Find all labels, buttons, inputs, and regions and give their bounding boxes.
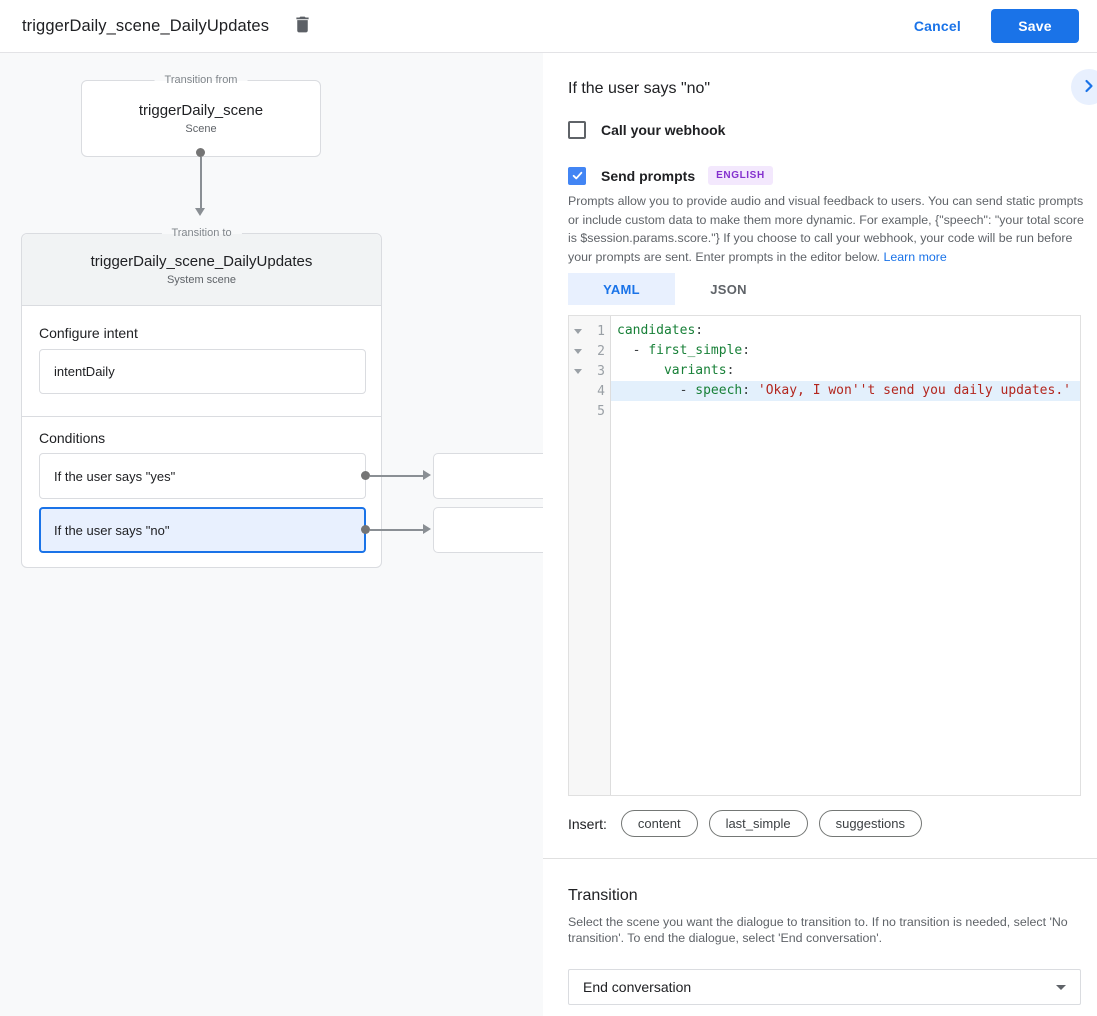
trash-icon [292, 14, 313, 38]
cancel-button[interactable]: Cancel [913, 18, 961, 34]
prompts-description-text: Prompts allow you to provide audio and v… [568, 194, 1084, 264]
fold-arrow-icon[interactable] [569, 368, 586, 374]
from-scene-subtitle: Scene [185, 123, 217, 135]
intent-field[interactable]: intentDaily [39, 349, 366, 394]
delete-scene-button[interactable] [287, 11, 317, 41]
triangle-down-icon [573, 348, 582, 354]
transition-dropdown-value: End conversation [583, 979, 692, 995]
code-token-key: speech [695, 383, 743, 398]
code-line [611, 401, 1080, 421]
transition-heading: Transition [568, 887, 638, 904]
to-scene-subtitle: System scene [166, 274, 237, 286]
scene-node-header[interactable]: triggerDaily_scene_DailyUpdates System s… [22, 234, 381, 306]
connector-line [199, 157, 202, 208]
insert-row: Insert: content last_simple suggestions [568, 810, 922, 837]
code-token-pln: : [742, 383, 758, 398]
gutter-row: 4 [569, 381, 610, 401]
fold-arrow-icon[interactable] [569, 348, 586, 354]
insert-chip-last_simple[interactable]: last_simple [708, 810, 808, 837]
prompt-code-editor[interactable]: 1 2 3 4 5 candidates: - first_simple: varian… [568, 315, 1081, 796]
code-line: variants: [611, 361, 1080, 381]
collapse-panel-button[interactable] [1071, 69, 1097, 105]
condition-item-no[interactable]: If the user says "no" [39, 507, 366, 553]
code-token-str: 'Okay, I won''t send you daily updates.' [757, 383, 1071, 398]
line-number: 1 [597, 323, 605, 339]
condition-yes-target-node[interactable] [433, 452, 543, 499]
code-token-key: candidates [617, 323, 696, 338]
insert-chips: content last_simple suggestions [620, 810, 922, 837]
insert-label: Insert: [568, 815, 607, 832]
code-line: - first_simple: [611, 341, 1080, 361]
code-token-pln: - [617, 343, 649, 358]
to-scene-title: triggerDaily_scene_DailyUpdates [90, 253, 313, 270]
transition-description: Select the scene you want the dialogue t… [568, 915, 1068, 945]
condition-editor-panel: If the user says "no" Call your webhook … [543, 53, 1097, 1016]
checkbox-unchecked-icon[interactable] [568, 121, 586, 139]
call-webhook-checkbox-row[interactable]: Call your webhook [568, 121, 725, 139]
configure-intent-label: Configure intent [39, 325, 138, 341]
transition-from-node[interactable]: Transition from triggerDaily_scene Scene [81, 73, 321, 157]
chevron-right-icon [1079, 76, 1097, 99]
condition-item-yes[interactable]: If the user says "yes" [39, 453, 366, 499]
connector-arrowhead [195, 208, 205, 216]
call-webhook-label: Call your webhook [601, 122, 726, 138]
from-scene-title: triggerDaily_scene [138, 102, 264, 119]
code-line: candidates: [611, 321, 1080, 341]
condition-no-line [370, 528, 423, 531]
code-token-pln: : [726, 363, 735, 378]
tab-yaml[interactable]: YAML [568, 273, 675, 305]
code-token-key: variants [663, 363, 727, 378]
line-number: 2 [597, 343, 605, 359]
editor-gutter: 1 2 3 4 5 [569, 316, 611, 795]
send-prompts-label: Send prompts [601, 167, 696, 184]
insert-chip-suggestions[interactable]: suggestions [818, 810, 922, 837]
language-badge: ENGLISH [708, 166, 773, 185]
transition-to-legend: Transition to [161, 226, 242, 241]
dropdown-caret-icon [1056, 984, 1066, 990]
code-token-key: first_simple [648, 343, 743, 358]
prompts-description: Prompts allow you to provide audio and v… [568, 192, 1086, 266]
transition-to-node: Transition to triggerDaily_scene_DailyUp… [21, 226, 382, 568]
fold-arrow-icon[interactable] [569, 328, 586, 334]
code-line: - speech: 'Okay, I won''t send you daily… [611, 381, 1080, 401]
condition-no-arrowhead [423, 524, 431, 534]
triangle-down-icon [573, 328, 582, 334]
insert-chip-content[interactable]: content [620, 810, 698, 837]
gutter-row: 3 [569, 361, 610, 381]
condition-yes-arrowhead [423, 470, 431, 480]
code-token-pln: - [617, 383, 696, 398]
conditions-label: Conditions [39, 430, 106, 446]
send-prompts-checkbox-row[interactable]: Send prompts ENGLISH [568, 166, 773, 185]
gutter-row: 2 [569, 341, 610, 361]
condition-yes-dot [361, 471, 370, 480]
scene-flow-canvas: Transition from triggerDaily_scene Scene… [0, 53, 543, 1016]
condition-no-dot [361, 525, 370, 534]
transition-dropdown[interactable]: End conversation [568, 969, 1081, 1005]
condition-yes-line [370, 474, 423, 477]
tab-json[interactable]: JSON [675, 273, 782, 305]
line-number: 3 [597, 363, 605, 379]
code-token-pln: : [695, 323, 704, 338]
top-bar: triggerDaily_scene_DailyUpdates Cancel S… [0, 0, 1097, 53]
code-token-pln: : [742, 343, 751, 358]
condition-no-target-node[interactable] [433, 506, 543, 553]
editor-format-tabs: YAML JSON [568, 273, 782, 305]
checkbox-checked-icon[interactable] [568, 166, 586, 185]
learn-more-link[interactable]: Learn more [883, 249, 947, 264]
panel-heading: If the user says "no" [568, 80, 711, 97]
save-button[interactable]: Save [991, 9, 1079, 43]
gutter-row: 5 [569, 401, 610, 421]
editor-code-area[interactable]: candidates: - first_simple: variants: - … [611, 316, 1080, 795]
triangle-down-icon [573, 368, 582, 374]
page-title: triggerDaily_scene_DailyUpdates [22, 16, 270, 35]
section-divider [543, 858, 1097, 859]
connector-dot [196, 148, 205, 157]
code-token-pln [617, 363, 664, 378]
gutter-row: 1 [569, 321, 610, 341]
transition-from-legend: Transition from [154, 73, 248, 88]
line-number: 5 [597, 403, 605, 419]
card-divider [22, 416, 381, 417]
line-number: 4 [597, 383, 605, 399]
